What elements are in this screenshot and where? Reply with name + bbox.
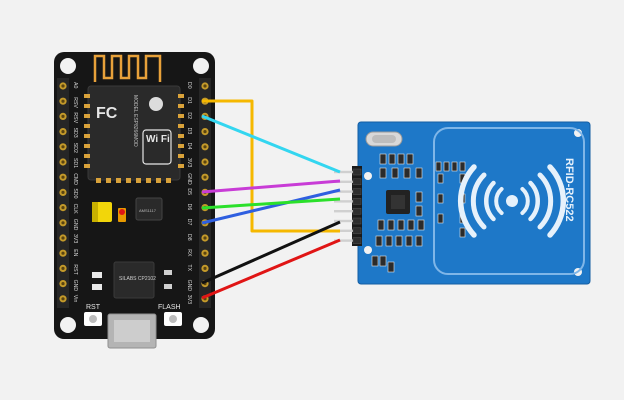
wire-black bbox=[201, 220, 341, 285]
module-logo-icon bbox=[149, 97, 163, 111]
antenna-loop bbox=[433, 127, 585, 275]
wire-magenta bbox=[201, 179, 341, 194]
svg-text:SILABS CP2102: SILABS CP2102 bbox=[119, 276, 156, 282]
pin-label: RST bbox=[72, 264, 78, 275]
rfid-pin-1[interactable] bbox=[352, 178, 362, 186]
module-pads bbox=[84, 94, 184, 183]
pin-label: D1 bbox=[186, 97, 192, 104]
rfid-pin-3[interactable] bbox=[352, 198, 362, 205]
pin-label: CLK bbox=[72, 204, 78, 215]
rfid-pin-4[interactable] bbox=[352, 207, 362, 215]
pin-label: D7 bbox=[186, 219, 192, 226]
svg-text:AMS1117: AMS1117 bbox=[139, 208, 157, 213]
nodemcu-board: FC Wi Fi MODEL ESP8266MOD AMS1117 SILABS… bbox=[54, 52, 215, 349]
rfid-waves-icon bbox=[457, 164, 567, 238]
pin-label: GND bbox=[72, 280, 78, 292]
rfid-pin-6[interactable] bbox=[352, 227, 362, 235]
pin-label: D5 bbox=[186, 188, 192, 195]
pin-label: GND bbox=[186, 173, 192, 185]
pin-label: SD2 bbox=[72, 143, 78, 153]
usb-uart-chip bbox=[113, 261, 155, 299]
pin-label: RSV bbox=[72, 97, 78, 108]
pin-label: SD0 bbox=[72, 188, 78, 198]
wire-blue bbox=[201, 188, 341, 225]
wire-red bbox=[201, 238, 341, 300]
pin-label: GND bbox=[72, 219, 78, 231]
pin-label: 3V3 bbox=[186, 295, 192, 304]
rfid-pin-0[interactable] bbox=[352, 168, 362, 176]
pin-label: Vin bbox=[72, 295, 78, 303]
pin-label: D3 bbox=[186, 128, 192, 135]
wires bbox=[201, 99, 341, 300]
rfid-pin-5[interactable] bbox=[352, 217, 362, 225]
pin-label: 3V3 bbox=[186, 158, 192, 167]
module-text: MODEL ESP8266MOD bbox=[132, 95, 138, 147]
flash-button[interactable] bbox=[164, 312, 182, 326]
rfid-pin-header bbox=[334, 166, 362, 246]
wire-cyan bbox=[201, 114, 341, 174]
pin-label: GND bbox=[186, 280, 192, 292]
pin-label: D2 bbox=[186, 112, 192, 119]
pin-label: 3V3 bbox=[72, 234, 78, 243]
rfid-label: RFID-RC522 bbox=[563, 158, 575, 222]
pin-label: SD1 bbox=[72, 158, 78, 168]
wifi-logo: Wi Fi bbox=[146, 134, 170, 145]
flash-button-label: FLASH bbox=[158, 304, 181, 311]
pin-label: D8 bbox=[186, 234, 192, 241]
wifi-logo-frame bbox=[142, 129, 172, 165]
rfid-pin-2[interactable] bbox=[352, 188, 362, 195]
pin-label: SD3 bbox=[72, 128, 78, 138]
voltage-regulator bbox=[135, 197, 163, 221]
smd-components bbox=[371, 153, 466, 273]
wire-green bbox=[201, 197, 341, 210]
rst-button[interactable] bbox=[84, 312, 102, 326]
pin-label: RX bbox=[186, 249, 192, 257]
pin-label: D4 bbox=[186, 143, 192, 150]
pin-label: TX bbox=[186, 264, 192, 271]
pin-label: D0 bbox=[186, 82, 192, 89]
pin-label: RSV bbox=[72, 112, 78, 123]
pin-label: D6 bbox=[186, 204, 192, 211]
rst-button-label: RST bbox=[86, 304, 101, 311]
antenna-trace bbox=[93, 54, 162, 82]
pin-label: CMD bbox=[72, 173, 78, 185]
fc-mark: FC bbox=[96, 105, 118, 122]
pin-label: A0 bbox=[72, 82, 78, 88]
rfid-rc522-board: RFID-RC522 bbox=[334, 121, 591, 285]
rfid-pin-7[interactable] bbox=[352, 237, 362, 244]
wire-yellow bbox=[202, 99, 340, 233]
status-led bbox=[119, 209, 125, 215]
pin-label: EN bbox=[72, 249, 78, 256]
